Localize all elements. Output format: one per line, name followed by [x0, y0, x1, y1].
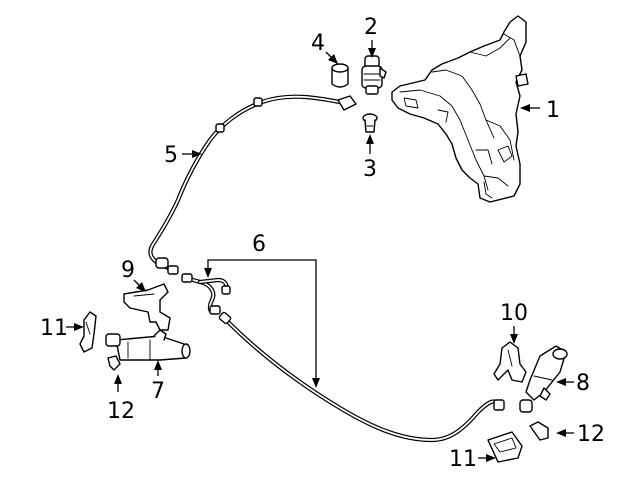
callout-11-left: 11 [40, 316, 68, 341]
callout-3: 3 [363, 157, 377, 182]
callout-11-right: 11 [449, 447, 477, 472]
callout-numbers: 1 2 3 4 5 6 7 8 9 10 11 11 12 12 [40, 15, 605, 472]
callout-4: 4 [311, 31, 325, 56]
washer-reservoir [391, 15, 529, 203]
connector-hose-assembly [181, 273, 231, 315]
pump-grommet [362, 113, 378, 133]
lower-washer-hose [218, 311, 505, 443]
callout-1: 1 [546, 98, 560, 123]
right-nozzle-bracket [493, 341, 527, 383]
callout-8: 8 [576, 371, 590, 396]
callout-9: 9 [121, 258, 135, 283]
upper-washer-hose [148, 94, 357, 275]
callout-10: 10 [500, 301, 528, 326]
callout-12-left: 12 [107, 399, 135, 424]
right-nozzle-cover [487, 431, 523, 463]
callout-6: 6 [252, 232, 266, 257]
callout-2: 2 [364, 15, 378, 40]
left-hose-clip [107, 355, 121, 371]
callout-5: 5 [164, 143, 178, 168]
left-headlamp-washer-nozzle [105, 329, 191, 361]
washer-pump [361, 55, 387, 95]
left-nozzle-cover [79, 311, 97, 353]
leader-lines [66, 40, 574, 462]
left-nozzle-bracket [123, 283, 171, 331]
callout-12-right: 12 [577, 422, 605, 447]
right-headlamp-washer-nozzle [519, 345, 568, 413]
right-hose-clip [529, 421, 549, 441]
seal-cap [331, 63, 349, 88]
callout-7: 7 [151, 379, 165, 404]
